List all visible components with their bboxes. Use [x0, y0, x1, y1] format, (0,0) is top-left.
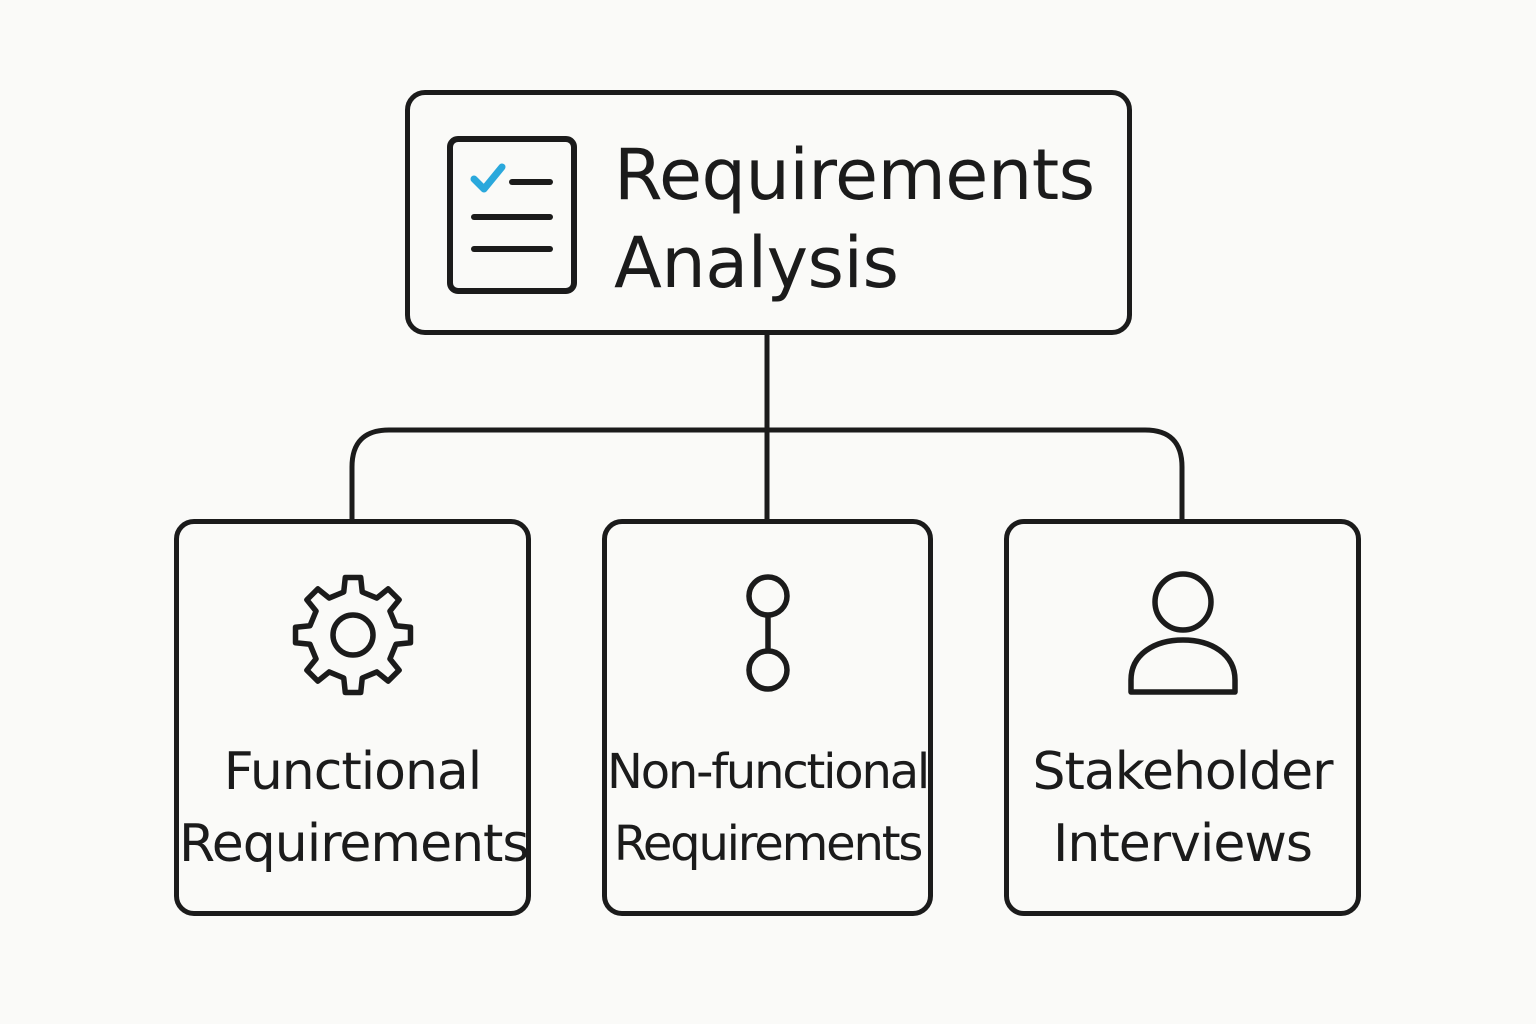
- root-title: Requirements Analysis: [614, 131, 1095, 307]
- child-node-non-functional-requirements: Non-functional Requirements: [602, 519, 933, 916]
- checklist-document-icon: [447, 136, 577, 294]
- child-node-stakeholder-interviews: Stakeholder Interviews: [1004, 519, 1361, 916]
- branch-connector-left: [349, 427, 770, 522]
- root-title-line2: Analysis: [614, 222, 899, 304]
- functional-label-line1: Functional: [223, 742, 483, 802]
- person-icon: [1127, 571, 1238, 695]
- child-node-functional-requirements: Functional Requirements: [174, 519, 531, 916]
- functional-requirements-label: Functional Requirements: [179, 736, 530, 880]
- non-functional-requirements-label: Non-functional Requirements: [607, 736, 930, 880]
- branch-connector-right: [764, 427, 1185, 522]
- non-functional-label-line2: Requirements: [613, 816, 924, 872]
- stakeholder-interviews-label: Stakeholder Interviews: [1009, 736, 1356, 880]
- root-title-line1: Requirements: [614, 134, 1095, 216]
- linked-nodes-icon: [745, 574, 790, 692]
- root-node-requirements-analysis: Requirements Analysis: [405, 90, 1132, 335]
- gear-icon: [292, 574, 413, 696]
- functional-label-line2: Requirements: [179, 814, 530, 874]
- stakeholder-label-line2: Interviews: [1053, 814, 1313, 874]
- stakeholder-label-line1: Stakeholder: [1032, 742, 1333, 802]
- non-functional-label-line1: Non-functional: [607, 744, 930, 800]
